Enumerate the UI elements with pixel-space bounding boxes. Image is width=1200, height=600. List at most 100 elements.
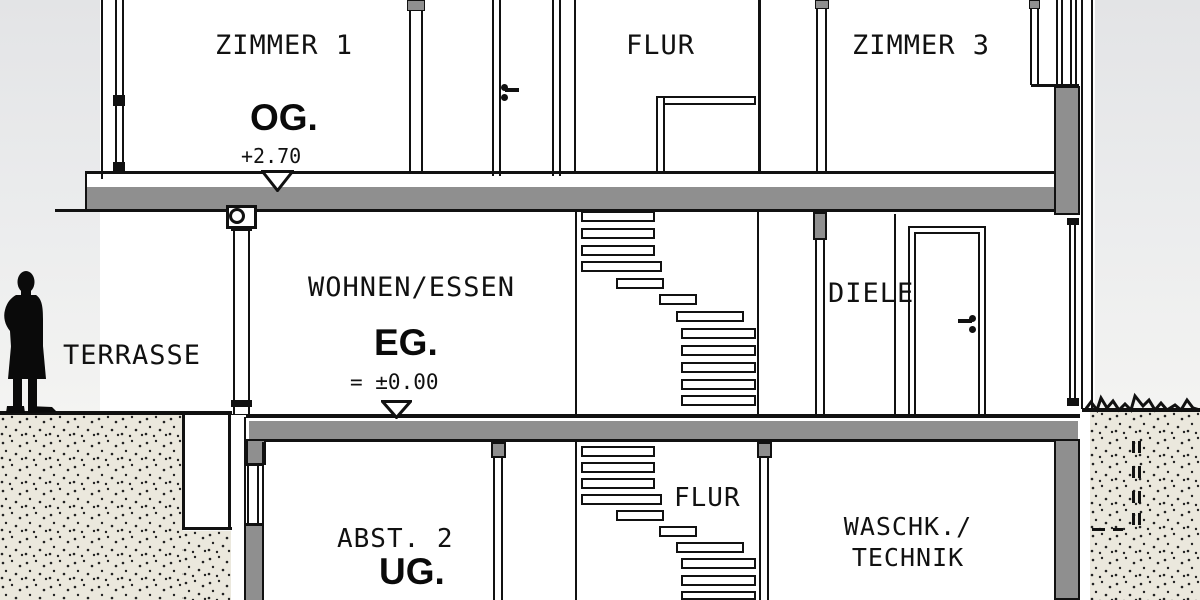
eg-door-frame	[984, 226, 986, 414]
depth-marker-dash	[1138, 466, 1141, 478]
og-door-frame	[499, 0, 501, 176]
og-slab-top-line	[85, 171, 1079, 174]
stair-tread	[681, 395, 756, 406]
og-partition-a-cap	[407, 0, 425, 11]
light-well-right-line	[228, 415, 231, 530]
eg-glazing-connector	[1067, 218, 1079, 225]
eg-partition-line	[815, 240, 817, 414]
eg-door-handle-dot	[969, 326, 976, 333]
stair-tread	[659, 294, 697, 305]
ground-hatch-left	[0, 415, 183, 600]
og-slab-bottom-line	[55, 209, 1079, 212]
stair-tread	[681, 575, 756, 586]
eg-door-handle-bar	[958, 319, 972, 323]
og-glazing-left-a	[115, 0, 117, 172]
right-ground-line	[1082, 408, 1200, 412]
og-partition-b-cap	[815, 0, 829, 9]
stair-tread	[581, 211, 655, 222]
stair-tread	[676, 542, 744, 553]
eg-partition-line	[823, 240, 825, 414]
person-silhouette	[4, 271, 57, 413]
stair-tread	[681, 379, 756, 390]
ug-left-wall-lower	[246, 526, 263, 600]
og-glazing-right	[1061, 0, 1063, 86]
eg-stair-right-line	[757, 212, 759, 414]
ug-wall-stub	[757, 442, 772, 458]
eg-glazing-left-b	[248, 228, 250, 414]
label-waschk-line2: TECHNIK	[851, 543, 965, 572]
gap-strip-right	[1080, 412, 1090, 600]
eg-door-frame	[914, 232, 916, 414]
stair-tread	[581, 478, 655, 489]
depth-marker-hline	[1113, 528, 1123, 531]
label-room-zimmer1: ZIMMER 1	[215, 30, 354, 61]
depth-marker-dash	[1132, 441, 1135, 453]
eg-glazing-connector	[231, 400, 252, 407]
stair-tread	[581, 228, 655, 239]
terrace-ground-line	[0, 411, 232, 415]
og-partition-a-line	[409, 11, 411, 172]
eg-slab-bottom-line	[247, 439, 1078, 442]
depth-marker-dash	[1138, 441, 1141, 453]
stair-tread	[681, 591, 756, 600]
label-hall-og: FLUR	[626, 30, 696, 61]
og-slab-left-edge	[85, 171, 87, 212]
light-well-left-line	[182, 415, 185, 530]
ug-window-glazing	[257, 466, 259, 523]
og-door-frame	[559, 0, 561, 176]
ug-wall-stub	[491, 442, 506, 458]
og-glazing-connector	[113, 162, 125, 172]
stair-tread	[581, 494, 662, 505]
depth-marker-dash	[1138, 513, 1141, 525]
ug-left-wall-inner-line	[262, 442, 264, 600]
depth-marker-hline	[1092, 528, 1105, 531]
facade-outer-line	[1081, 0, 1083, 409]
label-hall-diele: DIELE	[828, 278, 915, 309]
facade-outer-line	[1091, 0, 1093, 409]
eg-door-frame	[908, 226, 986, 228]
label-floor-og: OG.	[250, 97, 318, 138]
stair-tread	[681, 362, 756, 373]
depth-marker-dash	[1138, 491, 1141, 503]
og-wall-line	[574, 0, 576, 172]
og-door-handle-bar	[505, 88, 519, 92]
stair-tread	[581, 462, 655, 473]
gap-strip	[231, 415, 246, 600]
stair-tread	[581, 261, 662, 272]
og-glazing-left-b	[122, 0, 124, 172]
og-stairwell-wall-line	[758, 0, 761, 172]
label-floor-eg: EG.	[374, 322, 438, 363]
label-room-zimmer3: ZIMMER 3	[852, 30, 991, 61]
eg-door-frame	[914, 232, 980, 234]
ug-window-frame	[246, 523, 263, 526]
roller-circle	[229, 208, 245, 224]
og-window-jamb-cap	[1029, 0, 1040, 9]
label-floor-ug: UG.	[379, 551, 445, 592]
ug-partition-line	[493, 458, 495, 600]
eg-slab-concrete	[249, 421, 1078, 439]
stair-railing-horizontal	[656, 96, 756, 105]
stair-tread	[681, 345, 756, 356]
stair-tread	[676, 311, 744, 322]
og-door-handle-dot	[501, 84, 508, 91]
og-door-frame	[552, 0, 554, 176]
label-level-og: +2.70	[241, 144, 302, 168]
ground-hatch-right	[1090, 412, 1200, 600]
ug-left-wall-outer-line	[244, 417, 246, 600]
og-slab-concrete	[87, 187, 1079, 209]
ug-partition-line	[767, 458, 769, 600]
og-facade-line-left	[101, 0, 103, 179]
og-glazing-right	[1070, 0, 1072, 86]
label-hall-ug-flur: FLUR	[674, 483, 741, 513]
ug-right-wall	[1054, 439, 1080, 600]
label-terrace: TERRASSE	[63, 340, 202, 371]
stair-railing-post	[656, 96, 665, 173]
depth-marker-dash	[1132, 491, 1135, 503]
eg-wall-stub	[813, 212, 827, 240]
og-glazing-connector	[113, 95, 125, 106]
ug-stair-left-line	[575, 442, 577, 600]
level-marker-eg	[381, 400, 412, 419]
og-window-jamb-line	[1030, 9, 1032, 85]
og-right-wall	[1054, 86, 1080, 215]
